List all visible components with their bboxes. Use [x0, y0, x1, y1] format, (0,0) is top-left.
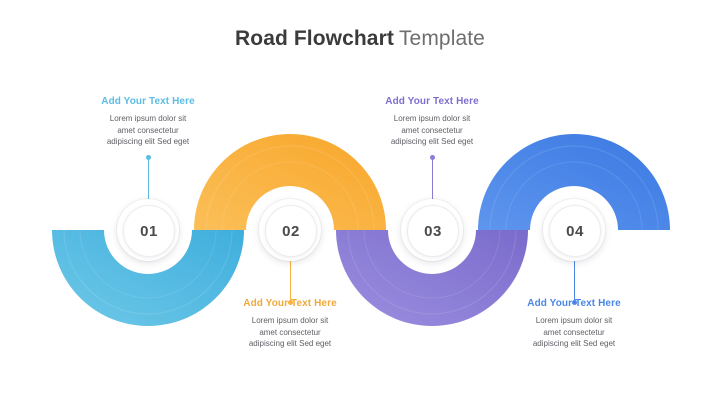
step-text-block-2[interactable]: Add Your Text Here Lorem ipsum dolor sit… [206, 297, 374, 350]
step-body-line: adipiscing elit Sed eget [532, 339, 616, 348]
step-body-1: Lorem ipsum dolor sit amet consectetur a… [64, 113, 232, 148]
step-heading-2: Add Your Text Here [243, 298, 337, 309]
title-strong-part: Road Flowchart [235, 27, 394, 50]
step-badge-2[interactable]: 02 [259, 199, 321, 261]
connector-stem-2 [289, 261, 291, 303]
connector-stem-1 [147, 157, 149, 199]
step-body-4: Lorem ipsum dolor sit amet consectetur a… [490, 315, 658, 350]
connector-line-3 [429, 155, 435, 199]
road-inner-highlights [63, 145, 659, 315]
title-light-part: Template [398, 27, 485, 50]
arc-segment-2 [194, 134, 386, 230]
step-badge-3[interactable]: 03 [401, 199, 463, 261]
step-number-1: 01 [140, 222, 158, 240]
connector-node-2 [287, 300, 293, 305]
step-text-block-3[interactable]: Add Your Text Here Lorem ipsum dolor sit… [348, 95, 516, 148]
arc-segment-3 [336, 230, 528, 326]
arc-segment-1 [52, 230, 244, 326]
step-body-line: amet consectetur [543, 327, 605, 337]
step-number-2: 02 [282, 222, 300, 240]
step-body-line: Lorem ipsum dolor sit [109, 114, 187, 123]
step-badge-ring-3: 03 [407, 205, 459, 257]
step-badge-4[interactable]: 04 [543, 199, 605, 261]
step-heading-1: Add Your Text Here [101, 96, 195, 107]
step-number-3: 03 [424, 222, 442, 240]
step-number-4: 04 [566, 222, 584, 240]
connector-node-3 [429, 155, 435, 160]
step-body-line: amet consectetur [259, 327, 321, 337]
connector-stem-3 [431, 157, 433, 199]
connector-stem-4 [573, 261, 575, 303]
connector-node-4 [571, 300, 577, 305]
step-badge-ring-2: 02 [265, 205, 317, 257]
step-body-line: adipiscing elit Sed eget [106, 137, 190, 146]
step-body-3: Lorem ipsum dolor sit amet consectetur a… [348, 113, 516, 148]
step-text-block-1[interactable]: Add Your Text Here Lorem ipsum dolor sit… [64, 95, 232, 148]
step-body-line: adipiscing elit Sed eget [390, 137, 474, 146]
step-badge-ring-1: 01 [123, 205, 175, 257]
step-badge-1[interactable]: 01 [117, 199, 179, 261]
step-body-line: Lorem ipsum dolor sit [251, 316, 329, 325]
connector-node-1 [145, 155, 151, 160]
arc-segment-4 [478, 134, 670, 230]
step-text-block-4[interactable]: Add Your Text Here Lorem ipsum dolor sit… [490, 297, 658, 350]
connector-line-2 [287, 261, 293, 305]
step-body-line: adipiscing elit Sed eget [248, 339, 332, 348]
step-body-2: Lorem ipsum dolor sit amet consectetur a… [206, 315, 374, 350]
step-body-line: Lorem ipsum dolor sit [535, 316, 613, 325]
step-badge-ring-4: 04 [549, 205, 601, 257]
step-body-line: amet consectetur [401, 125, 463, 135]
step-heading-3: Add Your Text Here [385, 96, 479, 107]
step-body-line: amet consectetur [117, 125, 179, 135]
step-body-line: Lorem ipsum dolor sit [393, 114, 471, 123]
step-heading-4: Add Your Text Here [527, 298, 621, 309]
connector-line-4 [571, 261, 577, 305]
connector-line-1 [145, 155, 151, 199]
